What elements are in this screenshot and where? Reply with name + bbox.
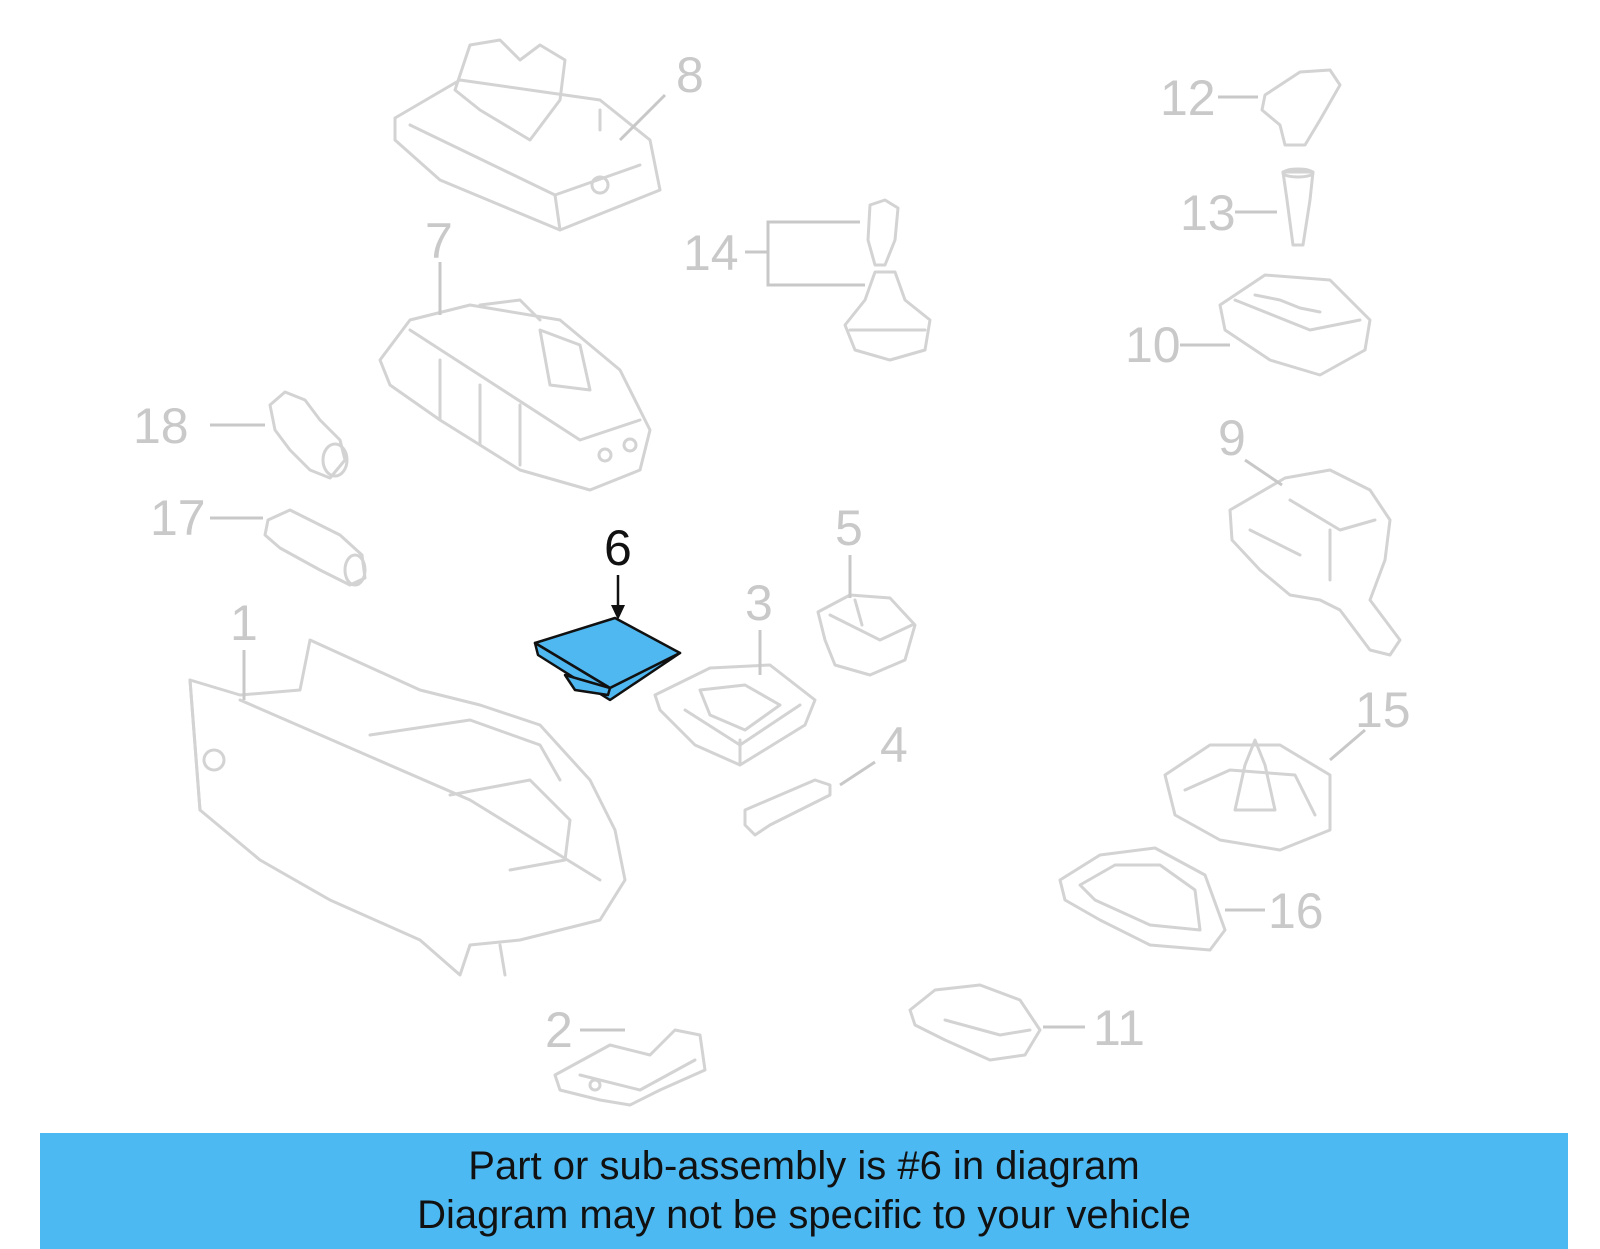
callout-8: 8 xyxy=(676,47,704,103)
part-1-center-console xyxy=(188,638,627,977)
part-9-selector-housing xyxy=(1228,468,1402,657)
callout-9: 9 xyxy=(1218,410,1246,466)
part-14-shift-knob-boot xyxy=(843,198,932,362)
callout-5: 5 xyxy=(835,500,863,556)
part-17-lighter xyxy=(263,508,367,587)
leader-15 xyxy=(1329,728,1366,762)
part-16-trim-ring xyxy=(1058,846,1227,952)
part-7-shifter-base xyxy=(378,298,652,492)
callout-1: 1 xyxy=(230,595,258,651)
part-4-rail xyxy=(743,778,832,837)
callout-18: 18 xyxy=(133,398,189,454)
callout-16: 16 xyxy=(1268,883,1324,939)
callout-2: 2 xyxy=(545,1002,573,1058)
callout-11: 11 xyxy=(1093,1000,1145,1056)
arrow-6 xyxy=(611,605,625,620)
caption-banner: Part or sub-assembly is #6 in diagram Di… xyxy=(40,1133,1568,1249)
callout-6: 6 xyxy=(604,520,632,576)
part-18-socket xyxy=(268,390,349,480)
callout-13: 13 xyxy=(1180,185,1236,241)
part-13-knob-sleeve xyxy=(1281,167,1315,247)
part-5-cup-holder xyxy=(816,593,917,677)
callout-15: 15 xyxy=(1355,682,1411,738)
callout-14: 14 xyxy=(683,225,739,281)
part-15-boot-frame xyxy=(1163,738,1332,852)
callout-7: 7 xyxy=(425,213,453,269)
leader-8 xyxy=(618,93,667,142)
callout-12: 12 xyxy=(1160,70,1216,126)
leader-14b xyxy=(766,252,865,287)
part-6-console-lid xyxy=(533,616,682,702)
part-11-cover xyxy=(908,983,1042,1062)
leader-14a xyxy=(766,220,860,252)
callout-10: 10 xyxy=(1125,317,1181,373)
caption-line-1: Part or sub-assembly is #6 in diagram xyxy=(468,1144,1140,1188)
part-12-knob xyxy=(1260,68,1342,147)
part-3-tray xyxy=(653,663,817,767)
callout-17: 17 xyxy=(150,490,206,546)
part-8-shifter-housing xyxy=(393,38,662,232)
leader-9 xyxy=(1244,458,1283,487)
part-10-indicator-plate xyxy=(1218,273,1372,377)
caption-line-2: Diagram may not be specific to your vehi… xyxy=(417,1193,1191,1237)
callout-3: 3 xyxy=(745,575,773,631)
callout-4: 4 xyxy=(880,717,908,773)
part-2-bracket xyxy=(553,1028,707,1107)
leader-4 xyxy=(839,760,876,787)
